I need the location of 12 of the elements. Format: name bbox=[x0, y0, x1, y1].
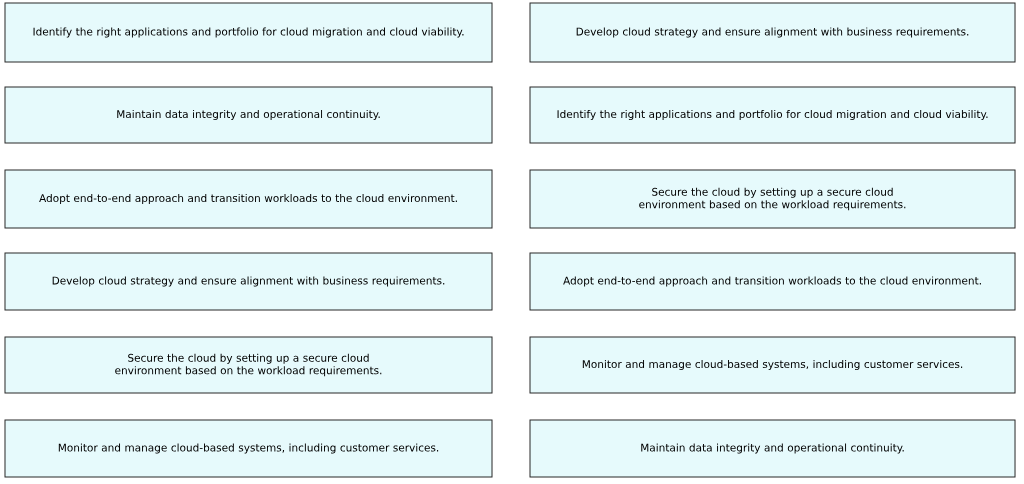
text-box: Identify the right applications and portfolio for cloud migration and cloud viability. bbox=[4, 2, 493, 63]
text-box: Monitor and manage cloud-based systems, including customer services. bbox=[4, 419, 493, 478]
text-box: Adopt end-to-end approach and transition workloads to the cloud environment. bbox=[4, 169, 493, 229]
text-box: Adopt end-to-end approach and transition workloads to the cloud environment. bbox=[529, 252, 1016, 311]
text-box: Maintain data integrity and operational continuity. bbox=[4, 86, 493, 144]
text-box: Maintain data integrity and operational continuity. bbox=[529, 419, 1016, 478]
text-box: Identify the right applications and portfolio for cloud migration and cloud viability. bbox=[529, 86, 1016, 144]
text-box: Secure the cloud by setting up a secure cloud environment based on the workload requirements. bbox=[4, 336, 493, 394]
text-box: Develop cloud strategy and ensure alignment with business requirements. bbox=[4, 252, 493, 311]
text-box: Develop cloud strategy and ensure alignment with business requirements. bbox=[529, 2, 1016, 63]
text-box: Monitor and manage cloud-based systems, including customer services. bbox=[529, 336, 1016, 394]
text-box: Secure the cloud by setting up a secure cloud environment based on the workload requirements. bbox=[529, 169, 1016, 229]
